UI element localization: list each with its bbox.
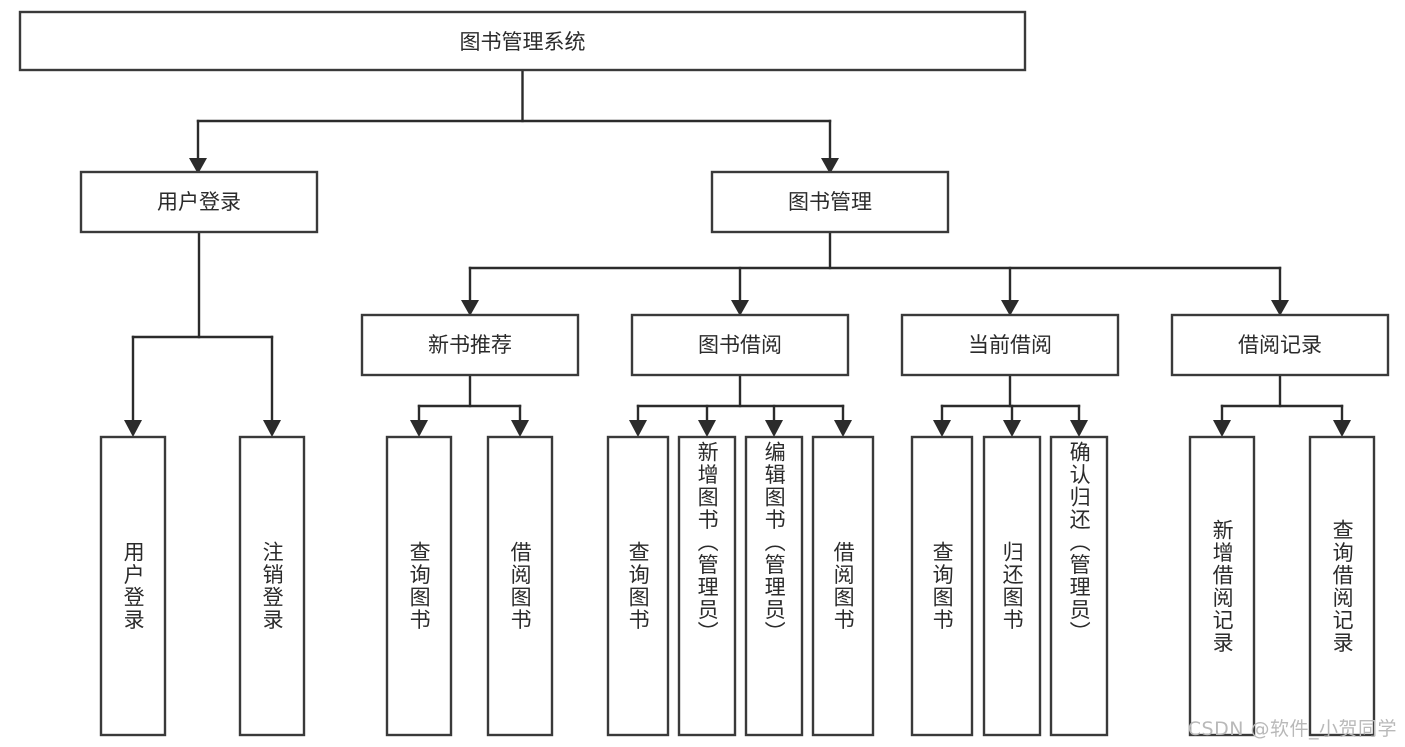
- node-book-manage[interactable]: 图书管理: [710, 170, 950, 234]
- node-root-box[interactable]: [18, 10, 1027, 72]
- arrow-to-leaf-confirm-return-admin: [1070, 420, 1088, 437]
- arrow-to-leaf-user-login: [124, 420, 142, 437]
- arrow-to-book-borrow: [731, 300, 749, 316]
- node-leaf-add-book-admin-box[interactable]: [677, 435, 737, 737]
- node-book-borrow-box[interactable]: [630, 313, 850, 377]
- connector-group-new-book-rec-to-leaves: [410, 373, 529, 437]
- arrow-to-new-book-rec: [461, 300, 479, 316]
- node-leaf-return-book-box[interactable]: [982, 435, 1042, 737]
- node-leaf-add-record-box[interactable]: [1188, 435, 1256, 737]
- node-book-manage-label: 图书管理: [788, 190, 872, 214]
- node-leaf-borrow-book-box[interactable]: [811, 435, 875, 737]
- arrow-to-book-manage: [821, 158, 839, 174]
- connector-group-root-to-level1: [189, 68, 839, 174]
- node-leaf-query-record-box[interactable]: [1308, 435, 1376, 737]
- arrow-to-borrow-record: [1271, 300, 1289, 316]
- connector-group-book-manage-to-level2: [461, 230, 1289, 316]
- arrow-to-leaf-borrow-book: [834, 420, 852, 437]
- arrow-to-leaf-add-book-admin: [698, 420, 716, 437]
- node-user-login-label: 用户登录: [157, 190, 241, 214]
- node-leaf-query-book-current-box[interactable]: [910, 435, 974, 737]
- arrow-to-leaf-query-record: [1333, 420, 1351, 437]
- arrow-to-leaf-query-book-rec: [410, 420, 428, 437]
- arrow-to-leaf-logout: [263, 420, 281, 437]
- arrow-to-leaf-return-book: [1003, 420, 1021, 437]
- node-leaf-query-book-borrow-box[interactable]: [606, 435, 670, 737]
- node-book-borrow[interactable]: 图书借阅: [630, 313, 850, 377]
- arrow-to-user-login: [189, 158, 207, 174]
- connector-group-user-login-to-leaves: [124, 230, 281, 437]
- node-leaf-logout-box[interactable]: [238, 435, 306, 737]
- arrow-to-current-borrow: [1001, 300, 1019, 316]
- node-new-book-rec[interactable]: 新书推荐: [360, 313, 580, 377]
- node-borrow-record-label: 借阅记录: [1238, 333, 1322, 357]
- connector-group-current-borrow-to-leaves: [933, 373, 1088, 437]
- node-current-borrow[interactable]: 当前借阅: [900, 313, 1120, 377]
- node-leaf-confirm-return-admin-box[interactable]: [1049, 435, 1109, 737]
- arrow-to-leaf-query-book-current: [933, 420, 951, 437]
- node-book-manage-box[interactable]: [710, 170, 950, 234]
- node-new-book-rec-label: 新书推荐: [428, 333, 512, 357]
- node-user-login[interactable]: 用户登录: [79, 170, 319, 234]
- arrow-to-leaf-add-record: [1213, 420, 1231, 437]
- node-current-borrow-box[interactable]: [900, 313, 1120, 377]
- node-leaf-borrow-book-rec-box[interactable]: [486, 435, 554, 737]
- node-leaf-query-book-rec-box[interactable]: [385, 435, 453, 737]
- node-borrow-record-box[interactable]: [1170, 313, 1390, 377]
- node-root-label: 图书管理系统: [460, 30, 586, 54]
- node-current-borrow-label: 当前借阅: [968, 333, 1052, 357]
- node-book-borrow-label: 图书借阅: [698, 333, 782, 357]
- connector-group-book-borrow-to-leaves: [629, 373, 852, 437]
- arrow-to-leaf-edit-book-admin: [765, 420, 783, 437]
- node-borrow-record[interactable]: 借阅记录: [1170, 313, 1390, 377]
- node-new-book-rec-box[interactable]: [360, 313, 580, 377]
- node-leaf-edit-book-admin-box[interactable]: [744, 435, 804, 737]
- node-leaf-user-login-box[interactable]: [99, 435, 167, 737]
- connector-group-borrow-record-to-leaves: [1213, 373, 1351, 437]
- watermark-text: CSDN @软件_小贺同学: [1187, 718, 1397, 740]
- arrow-to-leaf-borrow-book-rec: [511, 420, 529, 437]
- node-root[interactable]: 图书管理系统: [18, 10, 1027, 72]
- arrow-to-leaf-query-book-borrow: [629, 420, 647, 437]
- node-user-login-box[interactable]: [79, 170, 319, 234]
